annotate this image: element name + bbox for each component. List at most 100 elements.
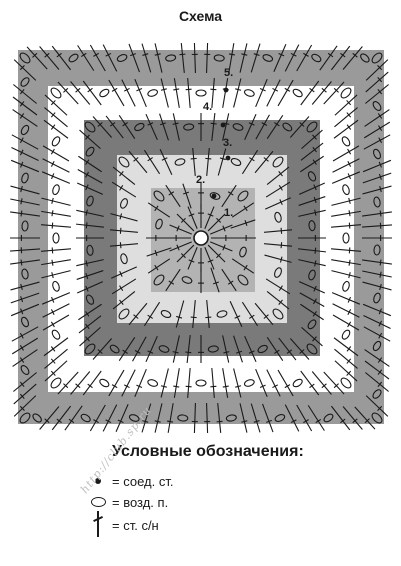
stitch-line (378, 125, 383, 131)
stitch-line (333, 337, 359, 357)
stitch-line (266, 290, 290, 310)
stitch-line (119, 299, 124, 305)
round-label-3: 3. (223, 137, 232, 149)
stitch-line (11, 326, 39, 342)
stitch-line (175, 300, 185, 328)
stitch-line (331, 197, 361, 206)
chain-loop (237, 274, 249, 286)
stitch-line (210, 224, 233, 235)
chain-loop (20, 365, 30, 375)
stitch-line (264, 229, 292, 233)
chain-loop (85, 146, 95, 157)
stitch-line (13, 84, 37, 104)
stitch-line (221, 268, 237, 292)
stitch-line (300, 303, 324, 321)
stitch-line (190, 157, 197, 160)
chain-loop (160, 310, 172, 318)
stitch-line (334, 107, 358, 128)
chain-loop (147, 379, 159, 387)
stitch-line (243, 264, 248, 271)
stitch-line (110, 213, 138, 222)
stitch-line (10, 259, 40, 265)
stitch-line (85, 134, 90, 140)
chain-loop (372, 148, 382, 160)
stitch-line (19, 393, 25, 399)
stitch-line (262, 403, 274, 433)
stitch-line (312, 146, 317, 153)
stitch-line (284, 44, 300, 72)
chain-loop (243, 89, 255, 97)
stitch-line (160, 88, 167, 91)
stitch-line (365, 372, 389, 392)
chain-loop (340, 377, 352, 389)
slip-stitch-dot (223, 87, 229, 93)
round-label-5: 5. (224, 67, 233, 79)
stitch-line (227, 280, 234, 285)
stitch-line (105, 419, 112, 424)
stitch-line (300, 370, 320, 396)
stitch-line (159, 122, 166, 126)
stitch-line (145, 113, 158, 141)
stitch-line (44, 418, 50, 424)
stitch-line (159, 113, 169, 141)
stitch-line (365, 71, 389, 93)
stitch-line (119, 285, 124, 291)
stitch-line (115, 404, 129, 432)
stitch-line (147, 258, 171, 274)
chain-loop (20, 77, 30, 87)
stitch-line (331, 224, 361, 228)
chain-loop (86, 244, 94, 256)
stitch-line (301, 129, 323, 150)
stitch-line (173, 368, 180, 398)
stitch-line (110, 243, 138, 247)
chain-loop (371, 412, 383, 424)
stitch-line (331, 270, 361, 279)
stitch-line (50, 148, 55, 155)
stitch-line (333, 119, 359, 139)
chain-loop (155, 218, 163, 230)
stitch-line (216, 253, 222, 259)
stitch-line (169, 224, 192, 235)
stitch-line (234, 315, 241, 319)
stitch-line (19, 405, 25, 412)
stitch-line (377, 357, 383, 363)
stitch-line (263, 314, 269, 319)
stitch-line (259, 88, 266, 92)
stitch-line (222, 78, 229, 108)
stitch-line (136, 384, 143, 388)
stitch-line (51, 173, 55, 180)
stitch-line (109, 122, 116, 127)
stitch-line (119, 185, 124, 191)
chain-loop (165, 54, 177, 62)
magic-ring (193, 230, 209, 246)
stitch-line (19, 149, 24, 156)
stitch-line (187, 206, 198, 229)
stitch-line (50, 358, 56, 364)
chain-loop (341, 329, 351, 340)
stitch-line (277, 79, 294, 107)
stitch-line (323, 371, 345, 395)
stitch-line (248, 350, 255, 354)
stitch-line (41, 210, 71, 217)
stitch-line (129, 53, 136, 57)
stitch-line (108, 369, 125, 397)
chain-loop (342, 232, 350, 244)
stitch-line (119, 213, 123, 220)
stitch-line (50, 321, 55, 328)
stitch-line (70, 81, 91, 105)
stitch-line (136, 88, 143, 92)
stitch-line (19, 357, 25, 363)
stitch-line (204, 206, 215, 229)
stitch-line (379, 210, 382, 217)
stitch-line (176, 244, 195, 263)
stitch-line (263, 157, 269, 162)
chain-loop (372, 340, 382, 352)
stitch-line (300, 155, 324, 173)
stitch-line (119, 242, 122, 249)
stitch-line (314, 209, 317, 216)
stitch-line (19, 113, 25, 119)
stitch-line (41, 270, 71, 279)
stitch-line (87, 383, 93, 389)
stitch-line (331, 259, 361, 266)
stitch-line (111, 278, 137, 295)
